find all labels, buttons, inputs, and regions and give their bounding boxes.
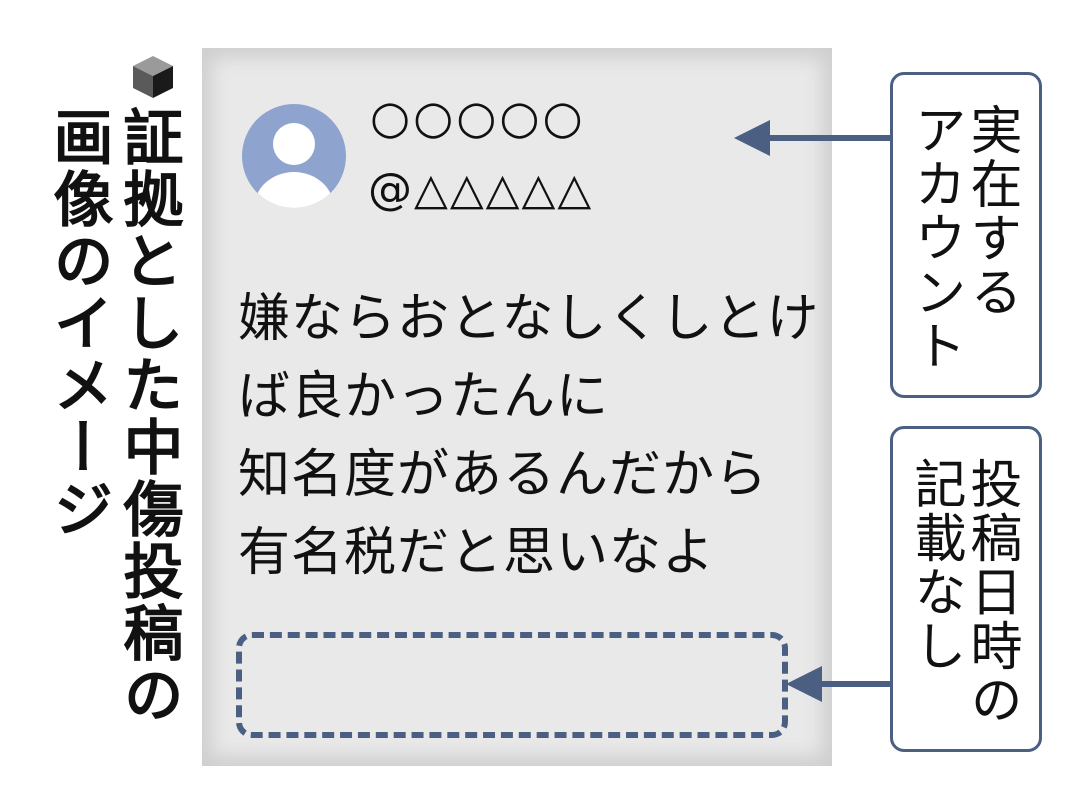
post-line: ば良かったんに bbox=[238, 367, 610, 427]
post-line: 知名度があるんだから bbox=[238, 445, 769, 505]
user-name: ○○○○○ bbox=[370, 90, 586, 144]
callout-account-line-1: 実在する bbox=[961, 103, 1021, 319]
post-line: 有名税だと思いなよ bbox=[238, 523, 716, 583]
cube-icon bbox=[133, 56, 173, 98]
callout-date-line-1: 投稿日時の bbox=[961, 457, 1021, 727]
user-handle: @△△△△△ bbox=[368, 164, 594, 215]
callout-date: 投稿日時の 記載なし bbox=[890, 426, 1042, 752]
callout-account-line-2: アカウント bbox=[905, 103, 965, 373]
callout-account: 実在する アカウント bbox=[890, 72, 1042, 398]
title-line-2: 画像のイメージ bbox=[43, 106, 113, 540]
callout-date-line-2: 記載なし bbox=[905, 457, 965, 673]
missing-date-placeholder bbox=[236, 632, 788, 738]
post-line: 嫌ならおとなしくしとけ bbox=[238, 289, 820, 349]
title-line-1: 証拠とした中傷投稿の bbox=[113, 106, 183, 726]
post-body: 嫌ならおとなしくしとけ ば良かったんに 知名度があるんだから 有名税だと思いなよ bbox=[238, 280, 828, 592]
user-avatar-icon bbox=[242, 104, 346, 208]
post-card: ○○○○○ @△△△△△ 嫌ならおとなしくしとけ ば良かったんに 知名度があるん… bbox=[202, 48, 832, 766]
